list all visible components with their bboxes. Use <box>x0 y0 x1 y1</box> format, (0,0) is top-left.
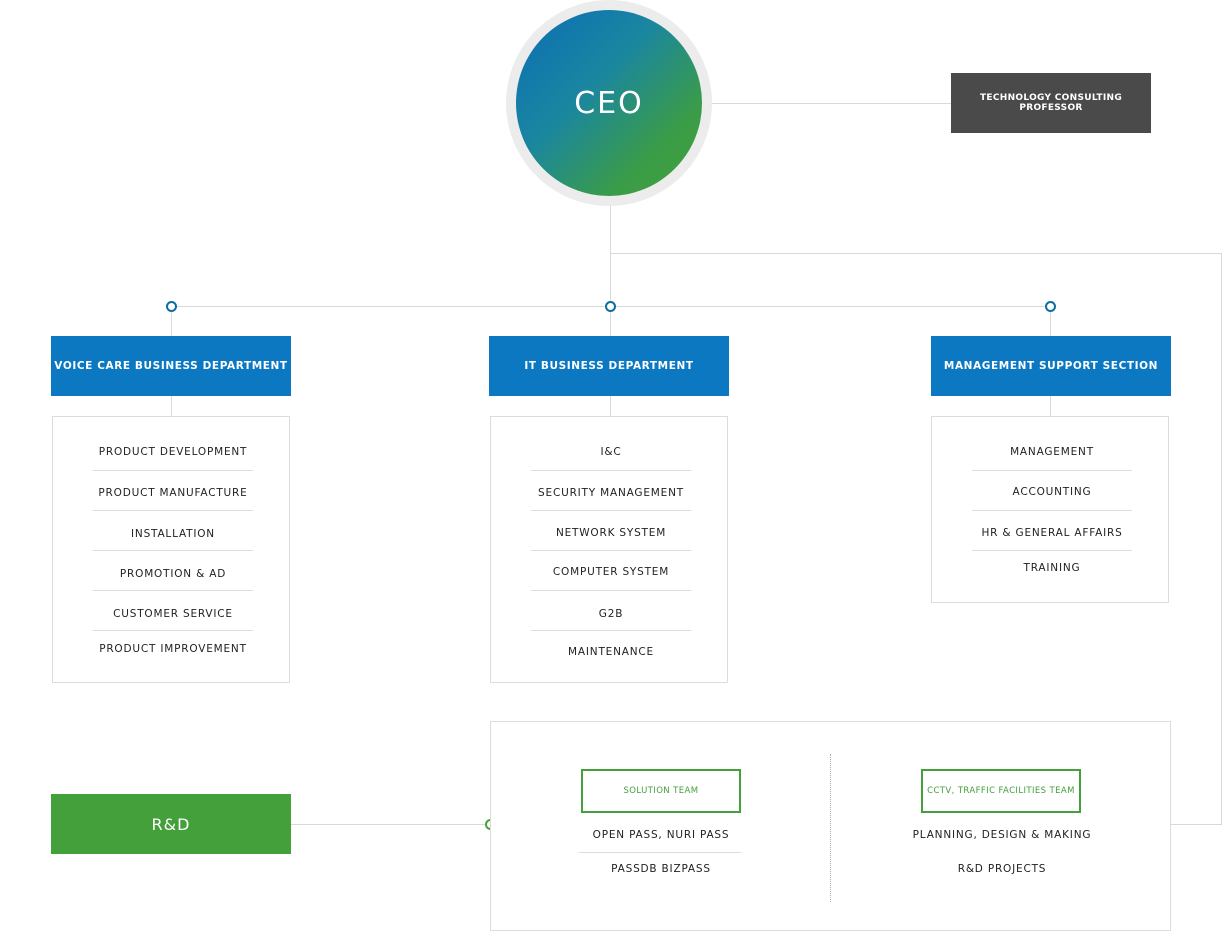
team-separator <box>972 510 1132 511</box>
ceo-down-connector <box>610 206 611 306</box>
team-item: TRAINING <box>1023 562 1081 574</box>
ceo-advisor-connector <box>702 103 951 104</box>
team-separator <box>531 510 691 511</box>
rnd-bus-top-connector <box>610 253 1221 254</box>
team-separator <box>579 852 741 853</box>
team-item: MAINTENANCE <box>568 646 654 658</box>
team-item: I&C <box>600 446 622 458</box>
rnd-divider <box>830 754 831 902</box>
team-separator <box>531 550 691 551</box>
ceo-node: CEO <box>516 10 702 196</box>
dept-name: MANAGEMENT SUPPORT SECTION <box>943 360 1159 372</box>
team-separator <box>972 470 1132 471</box>
team-separator <box>93 510 253 511</box>
dept2-drop-connector <box>610 306 611 336</box>
team-separator <box>531 630 691 631</box>
team-item: SECURITY MANAGEMENT <box>538 487 684 499</box>
dept-name: VOICE CARE BUSINESS DEPARTMENT <box>54 360 288 372</box>
team-separator <box>93 590 253 591</box>
team-separator <box>972 550 1132 551</box>
team-item: NETWORK SYSTEM <box>555 527 667 539</box>
rnd-header: R&D <box>51 794 291 854</box>
team-separator <box>93 470 253 471</box>
team-separator <box>531 470 691 471</box>
team-item: G2B <box>598 608 624 620</box>
sub-team-item: OPEN PASS, NURI PASS <box>592 829 730 841</box>
sub-team-item: R&D PROJECTS <box>957 863 1047 875</box>
dept1-drop-connector <box>171 306 172 336</box>
team-item: MANAGEMENT <box>1010 446 1094 458</box>
team-separator <box>531 590 691 591</box>
solution-team-title: SOLUTION TEAM <box>581 769 741 813</box>
dept-management-support-team-list: MANAGEMENT ACCOUNTING HR & GENERAL AFFAI… <box>931 416 1169 603</box>
team-item: CUSTOMER SERVICE <box>113 608 233 620</box>
rnd-bus-bottom-connector <box>1171 824 1222 825</box>
dept3-node-dot <box>1045 301 1056 312</box>
team-item: PRODUCT IMPROVEMENT <box>99 643 247 655</box>
rnd-label: R&D <box>151 814 191 834</box>
dept2-node-dot <box>605 301 616 312</box>
ceo-label: CEO <box>574 85 644 121</box>
dept-name: IT BUSINESS DEPARTMENT <box>524 360 694 372</box>
sub-team-title-text: SOLUTION TEAM <box>623 786 699 796</box>
dept1-node-dot <box>166 301 177 312</box>
team-item: ACCOUNTING <box>1012 486 1092 498</box>
team-item: PRODUCT DEVELOPMENT <box>98 446 248 458</box>
dept-management-support-header: MANAGEMENT SUPPORT SECTION <box>931 336 1171 396</box>
sub-team-title-text: CCTV, TRAFFIC FACILITIES TEAM <box>927 786 1075 796</box>
cctv-traffic-team-title: CCTV, TRAFFIC FACILITIES TEAM <box>921 769 1081 813</box>
rnd-team-box: SOLUTION TEAM OPEN PASS, NURI PASS PASSD… <box>490 721 1171 931</box>
team-item: INSTALLATION <box>131 528 215 540</box>
team-item: PRODUCT MANUFACTURE <box>98 487 248 499</box>
dept-it-business-team-list: I&C SECURITY MANAGEMENT NETWORK SYSTEM C… <box>490 416 728 683</box>
dept-it-business-header: IT BUSINESS DEPARTMENT <box>489 336 729 396</box>
team-separator <box>93 550 253 551</box>
advisor-label: TECHNOLOGY CONSULTING PROFESSOR <box>979 93 1123 113</box>
advisor-node: TECHNOLOGY CONSULTING PROFESSOR <box>951 73 1151 133</box>
sub-team-item: PLANNING, DESIGN & MAKING <box>912 829 1092 841</box>
team-item: COMPUTER SYSTEM <box>552 566 670 578</box>
team-separator <box>93 630 253 631</box>
dept-voice-care-team-list: PRODUCT DEVELOPMENT PRODUCT MANUFACTURE … <box>52 416 290 683</box>
team-item: PROMOTION & AD <box>119 568 227 580</box>
sub-team-item: PASSDB BIZPASS <box>611 863 711 875</box>
team-item: HR & GENERAL AFFAIRS <box>981 527 1123 539</box>
dept2-team-connector <box>610 396 611 416</box>
rnd-to-box-connector <box>291 824 490 825</box>
dept3-team-connector <box>1050 396 1051 416</box>
dept3-drop-connector <box>1050 306 1051 336</box>
dept1-team-connector <box>171 396 172 416</box>
dept-voice-care-header: VOICE CARE BUSINESS DEPARTMENT <box>51 336 291 396</box>
